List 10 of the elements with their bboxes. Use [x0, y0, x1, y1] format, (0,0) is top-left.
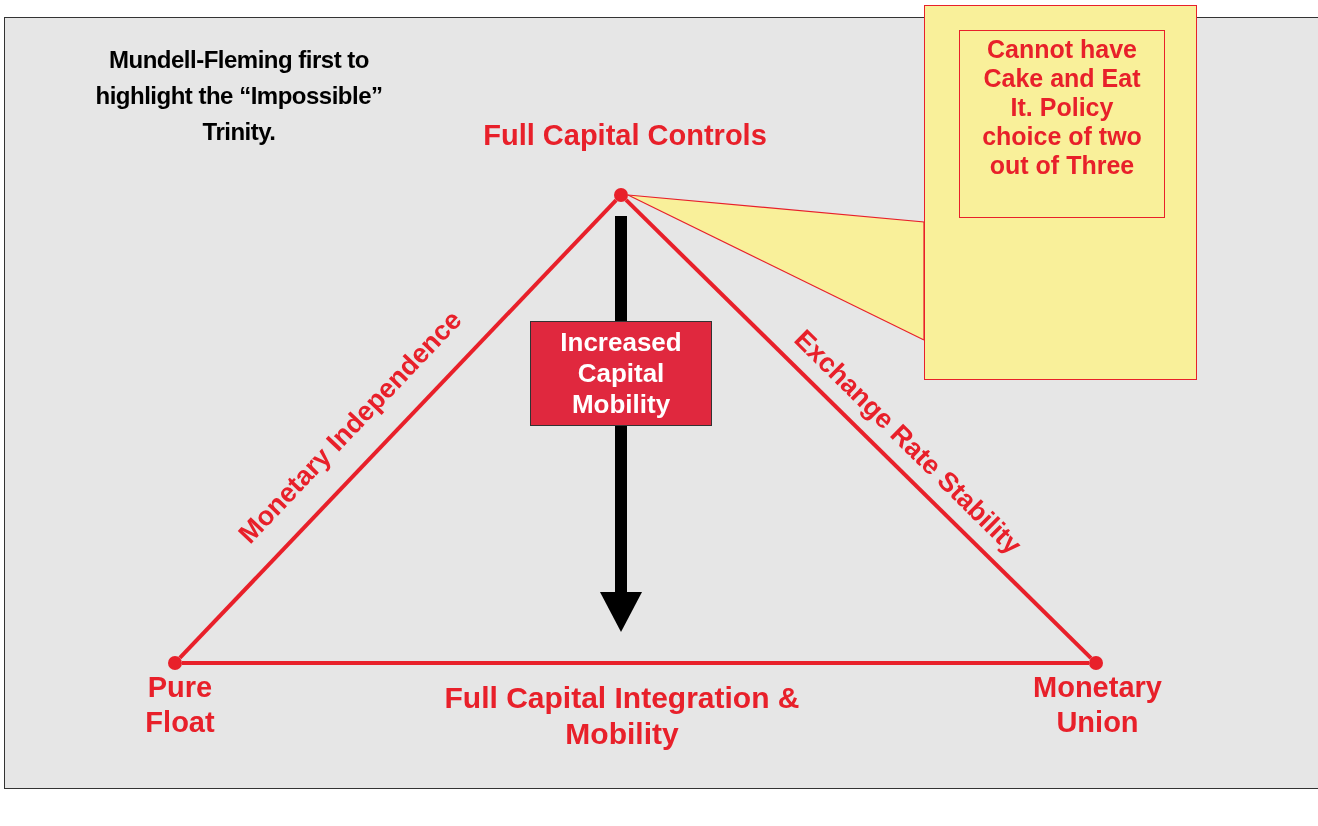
vertex-label: Monetary Union	[1005, 670, 1190, 740]
callout-text: Cannot have Cake and Eat It. Policy choice of two out of Three	[959, 30, 1165, 218]
edge-label: Full Capital Integration & Mobility	[443, 680, 801, 752]
connector-line	[624, 198, 1093, 660]
vertex-label: Full Capital Controls	[460, 118, 790, 153]
connector-line	[178, 198, 618, 660]
edge-label: Increased Capital Mobility	[530, 321, 712, 426]
connector-line	[182, 661, 1089, 665]
vertex-label: Pure Float	[120, 670, 240, 740]
note-text: Mundell-Fleming first to highlight the “Impossible” Trinity.	[94, 45, 384, 147]
